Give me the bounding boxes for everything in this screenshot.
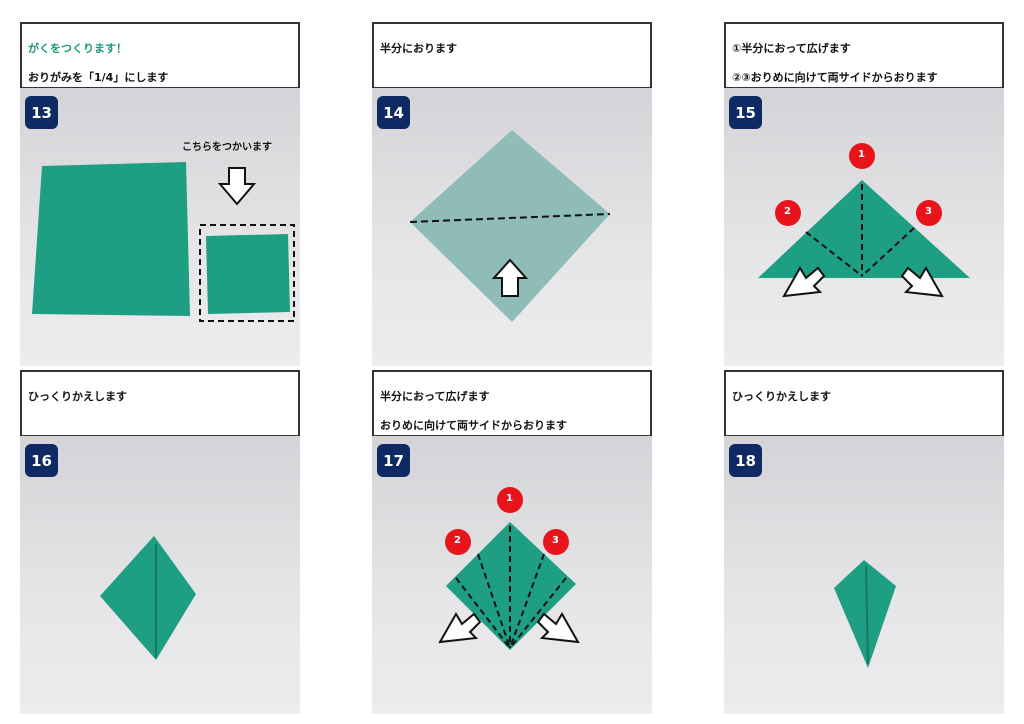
origami-illustration [834,560,896,668]
origami-illustration [32,162,295,322]
arrow-icon [438,612,482,644]
step-number-badge: 17 [377,444,410,477]
origami-illustration [438,487,580,650]
note-text: こちらをつかいます [182,142,272,153]
caption-text: ひっくりかえします [28,390,127,403]
step-number-badge: 16 [25,444,58,477]
photo-step-15: 1 2 3 15 [724,88,1004,366]
caption-text: ひっくりかえします [732,390,831,403]
caption-text: おりがみを「1/4」にします [28,71,169,84]
arrow-icon [536,612,580,644]
caption-step-15: ①半分におって広げます ②③おりめに向けて両サイドからおります [724,22,1004,89]
dashed-selection [199,224,295,322]
step-number-badge: 14 [377,96,410,129]
photo-step-14: 14 [372,88,652,366]
marker-1: 1 [506,493,513,504]
origami-illustration [100,536,196,660]
caption-text: ①半分におって広げます [732,42,851,55]
caption-step-18: ひっくりかえします [724,370,1004,437]
arrow-icon [900,266,944,298]
caption-step-13: がくをつくります！ おりがみを「1/4」にします [20,22,300,89]
photo-step-16: 16 [20,436,300,714]
caption-text: 半分におって広げます [380,390,490,403]
origami-illustration [758,143,970,298]
photo-step-18: 18 [724,436,1004,714]
step-number-badge: 15 [729,96,762,129]
step-number-badge: 18 [729,444,762,477]
step-number-badge: 13 [25,96,58,129]
caption-step-14: 半分におります [372,22,652,89]
caption-title: がくをつくります！ [28,42,127,55]
caption-text: ②③おりめに向けて両サイドからおります [732,71,938,84]
marker-3: 3 [925,206,932,217]
marker-2: 2 [454,535,461,546]
marker-3: 3 [552,535,559,546]
arrow-icon [782,266,826,298]
caption-step-17: 半分におって広げます おりめに向けて両サイドからおります [372,370,652,437]
marker-1: 1 [858,149,865,160]
photo-step-17: 1 2 3 17 [372,436,652,714]
origami-illustration [409,130,611,322]
photo-step-13: 13 こちらをつかいます [20,88,300,366]
caption-text: おりめに向けて両サイドからおります [380,419,567,432]
arrow-up-icon [491,258,529,297]
marker-2: 2 [784,206,791,217]
caption-step-16: ひっくりかえします [20,370,300,437]
arrow-down-icon [217,167,257,206]
caption-text: 半分におります [380,42,457,55]
